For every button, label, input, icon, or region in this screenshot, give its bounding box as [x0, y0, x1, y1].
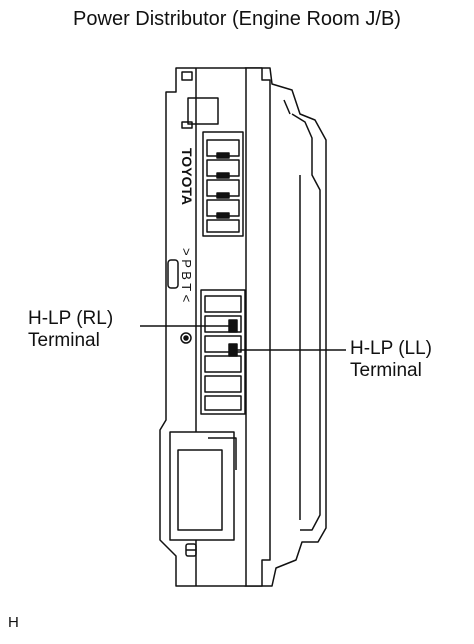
- hlp-rl-label-line2: Terminal: [28, 330, 100, 351]
- upper-relay-block: [202, 131, 244, 237]
- hlp-rl-label: H-LP (RL) Terminal: [28, 308, 113, 352]
- side-clip: [167, 259, 179, 289]
- brand-text: TOYOTA: [179, 148, 195, 205]
- lower-relay-block: [200, 289, 246, 415]
- marking-text: > P B T <: [179, 248, 194, 302]
- hlp-ll-label: H-LP (LL) Terminal: [350, 338, 432, 382]
- hlp-ll-label-line1: H-LP (LL): [350, 338, 433, 359]
- figure-code: H: [8, 614, 19, 631]
- hlp-rl-label-line1: H-LP (RL): [28, 308, 114, 329]
- hlp-ll-label-line2: Terminal: [350, 360, 422, 381]
- diagram-title: Power Distributor (Engine Room J/B): [73, 8, 401, 30]
- lower-cover: [169, 431, 235, 541]
